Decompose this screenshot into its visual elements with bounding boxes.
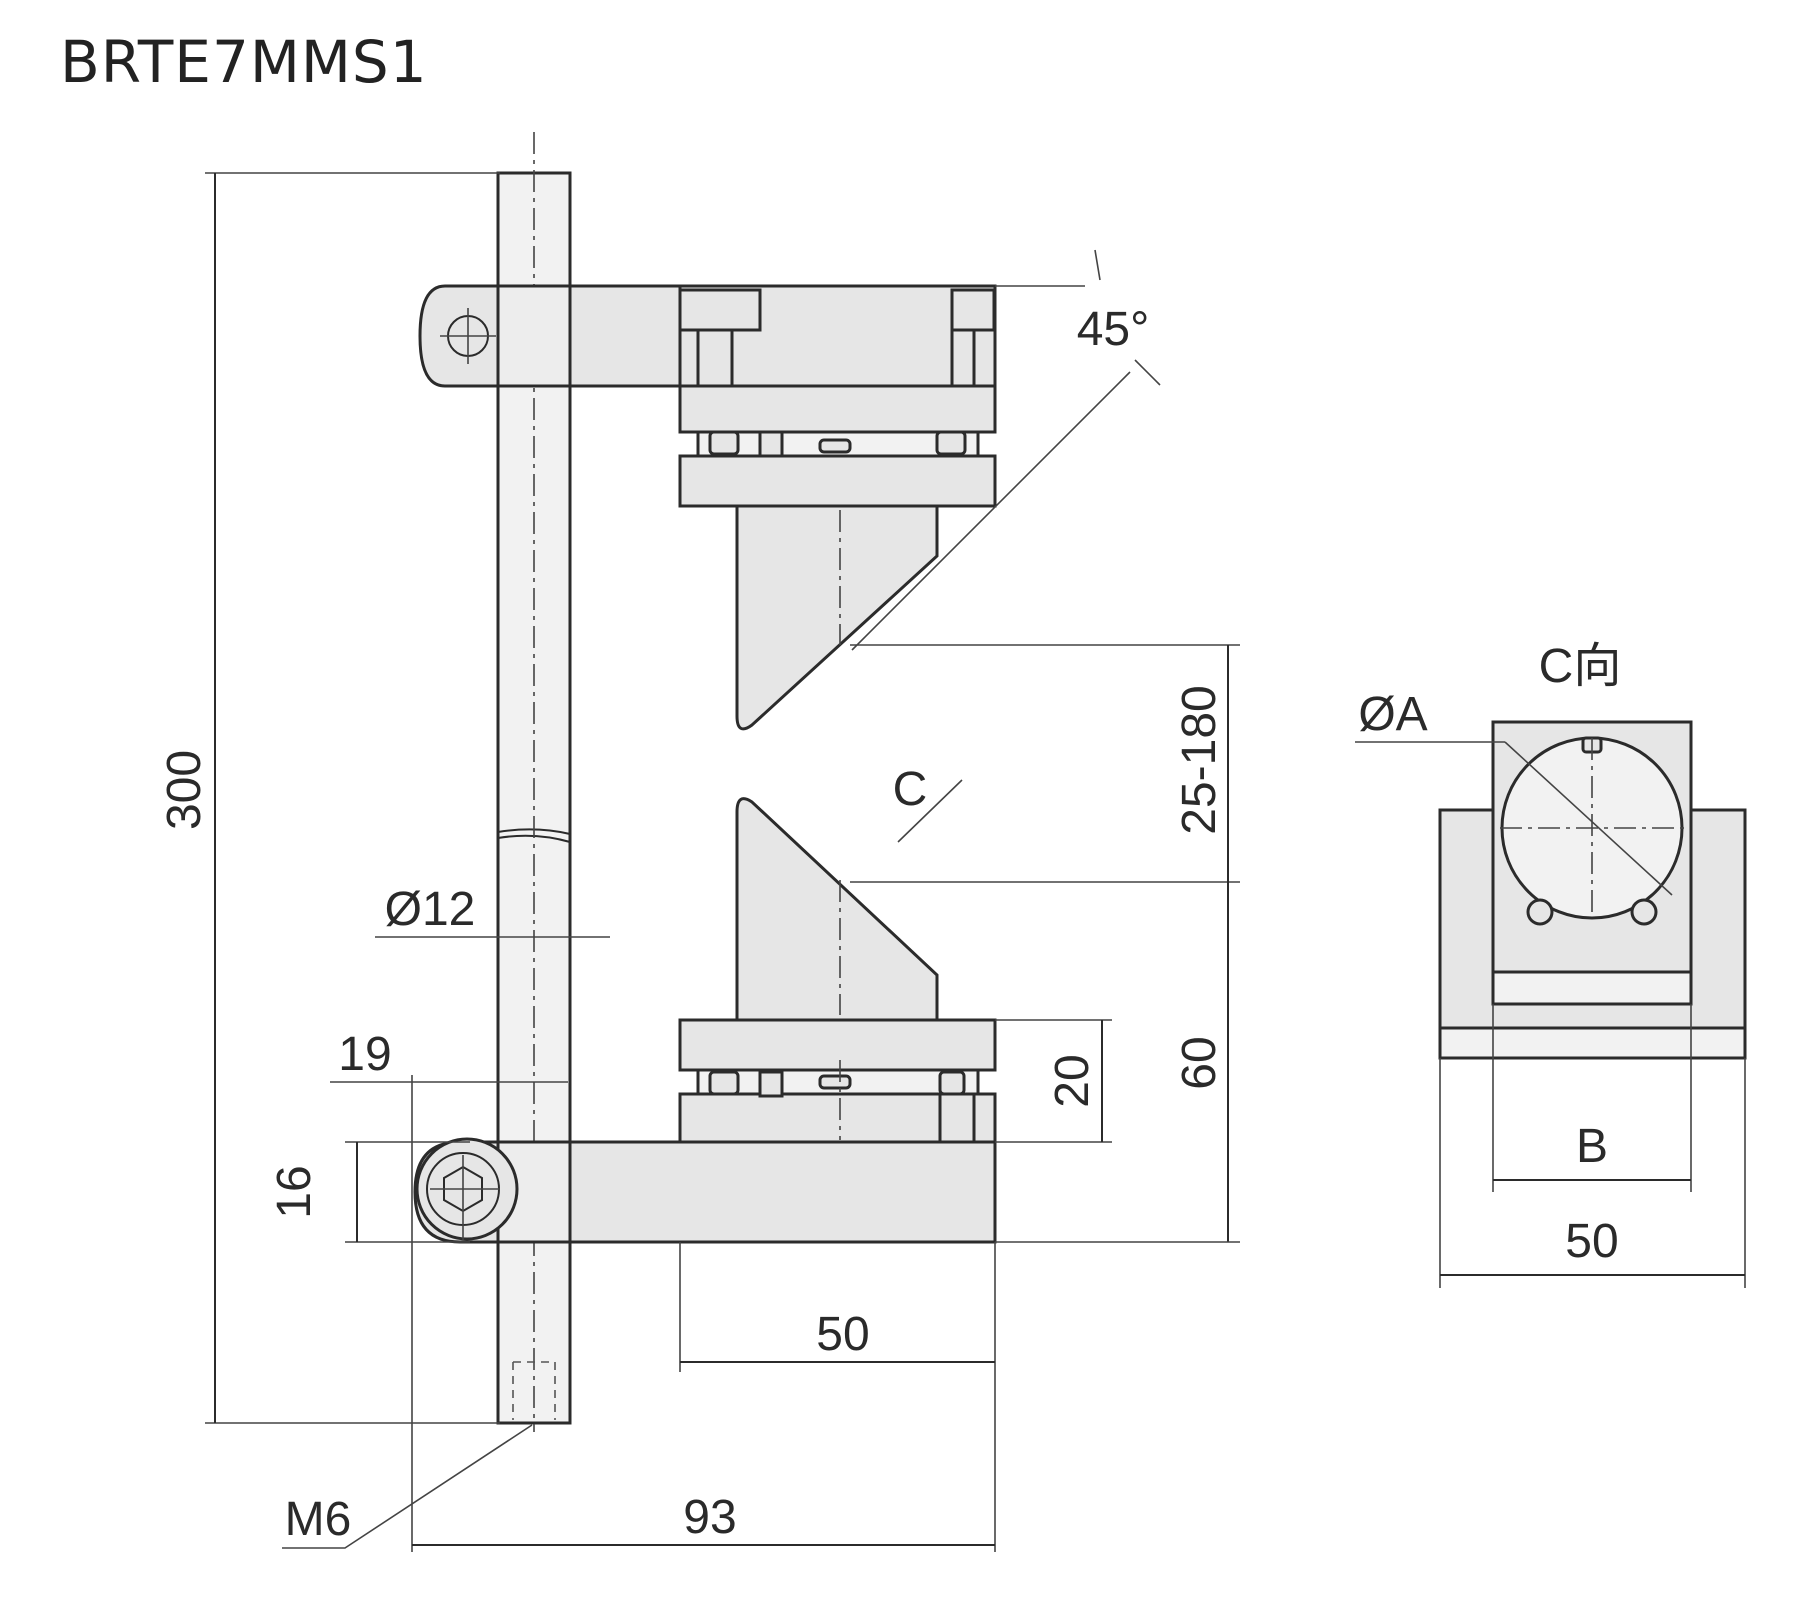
label-m6: M6	[285, 1493, 352, 1546]
dim-45-angle	[851, 249, 1161, 651]
label-50: 50	[816, 1308, 869, 1361]
label-view-c: C	[893, 763, 928, 816]
lower-jaw	[735, 797, 939, 1022]
label-16: 16	[268, 1165, 321, 1218]
dim-20	[995, 1019, 1112, 1143]
dim-16	[345, 1141, 470, 1243]
label-b: B	[1576, 1120, 1608, 1173]
top-stage	[678, 284, 997, 508]
drawing-title: BRTE7MMS1	[60, 28, 428, 96]
bottom-clamp-arm	[413, 1137, 997, 1244]
label-d12: Ø12	[385, 883, 476, 936]
label-93: 93	[683, 1491, 736, 1544]
dim-b	[1492, 1004, 1692, 1192]
label-25-180: 25-180	[1173, 685, 1226, 834]
label-45: 45°	[1077, 303, 1150, 356]
label-c-view-title: C向	[1539, 640, 1622, 693]
label-20: 20	[1046, 1054, 1099, 1107]
dim-93	[411, 1075, 995, 1552]
label-60: 60	[1173, 1036, 1226, 1089]
dim-25-180	[850, 644, 1240, 1242]
label-50-base: 50	[1565, 1215, 1618, 1268]
leader-m6	[282, 1424, 533, 1549]
label-300: 300	[158, 750, 211, 830]
dim-50-base	[1439, 1058, 1746, 1288]
top-clamp-arm	[418, 284, 682, 388]
dim-300	[205, 172, 500, 1424]
upper-jaw	[735, 504, 939, 731]
view-marker-line	[897, 779, 963, 843]
label-diameter-a: ØA	[1358, 688, 1427, 741]
label-19: 19	[338, 1028, 391, 1081]
dim-50-bottom	[679, 1242, 996, 1552]
c-view	[1355, 720, 1747, 1060]
